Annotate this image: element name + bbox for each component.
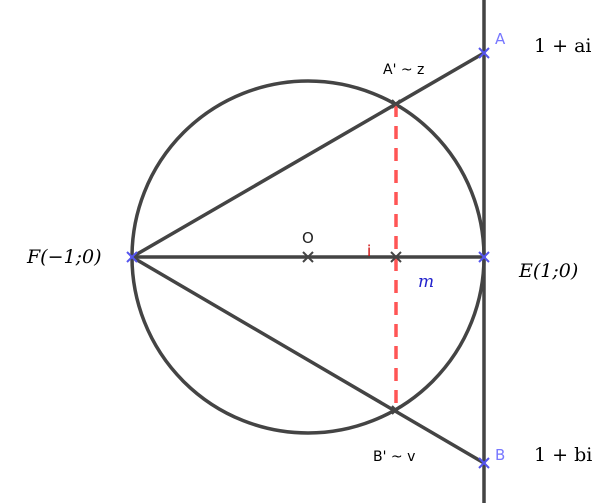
label-E: E(1;0)	[518, 260, 578, 282]
label-i: i	[367, 242, 371, 260]
point-F-marker	[126, 251, 138, 263]
point-A-marker	[478, 47, 490, 59]
label-B-prime: B' ~ v	[373, 449, 415, 465]
point-E-marker	[478, 251, 490, 263]
point-A-prime-marker	[391, 99, 401, 109]
point-B-prime-marker	[391, 405, 401, 415]
label-A: A	[495, 30, 506, 48]
point-O-marker	[302, 251, 314, 263]
point-i-marker	[390, 251, 402, 263]
label-A-value: 1 + ai	[534, 35, 592, 57]
point-B-marker	[478, 457, 490, 469]
label-A-prime: A' ~ z	[383, 62, 424, 78]
label-B-value: 1 + bi	[534, 444, 592, 466]
line-FB	[131, 255, 485, 465]
line-FA	[131, 51, 485, 259]
label-F: F(−1;0)	[26, 246, 102, 268]
label-m: m	[418, 272, 434, 292]
label-O: O	[302, 229, 314, 247]
label-B: B	[495, 446, 505, 464]
